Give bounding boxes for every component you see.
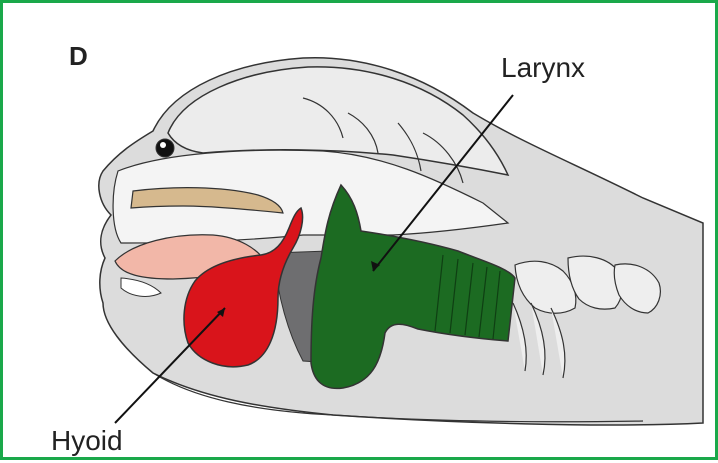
panel-label: D — [69, 41, 88, 71]
anatomy-diagram: D Larynx Hyoid — [3, 3, 718, 463]
larynx-label: Larynx — [501, 52, 585, 83]
eye-icon — [156, 139, 174, 157]
hyoid-label: Hyoid — [51, 425, 123, 456]
